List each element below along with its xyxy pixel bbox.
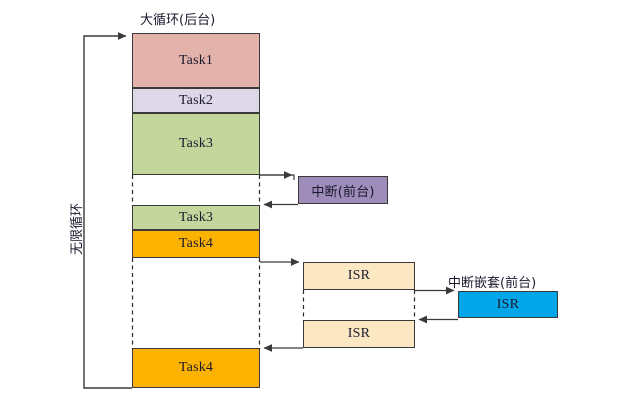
interrupt-block: 中断(前台) bbox=[298, 176, 388, 204]
infinite-loop-label: 无限循环 bbox=[70, 202, 85, 255]
task3-block-first: Task3 bbox=[132, 113, 260, 175]
arrow-task3-to-interrupt bbox=[260, 171, 295, 180]
infinite-loop-bracket bbox=[83, 32, 132, 389]
task3-block-resumed: Task3 bbox=[132, 205, 260, 230]
task4-block-resumed: Task4 bbox=[132, 348, 260, 388]
task1-block: Task1 bbox=[132, 33, 260, 88]
task2-block: Task2 bbox=[132, 88, 260, 113]
background-loop-title: 大循环(后台) bbox=[140, 13, 216, 28]
isr-block-first: ISR bbox=[303, 262, 415, 290]
task4-block-first: Task4 bbox=[132, 230, 260, 258]
nested-isr-block: ISR bbox=[458, 291, 558, 318]
isr-block-resumed: ISR bbox=[303, 320, 415, 348]
nested-interrupt-title: 中断嵌套(前台) bbox=[448, 276, 537, 291]
